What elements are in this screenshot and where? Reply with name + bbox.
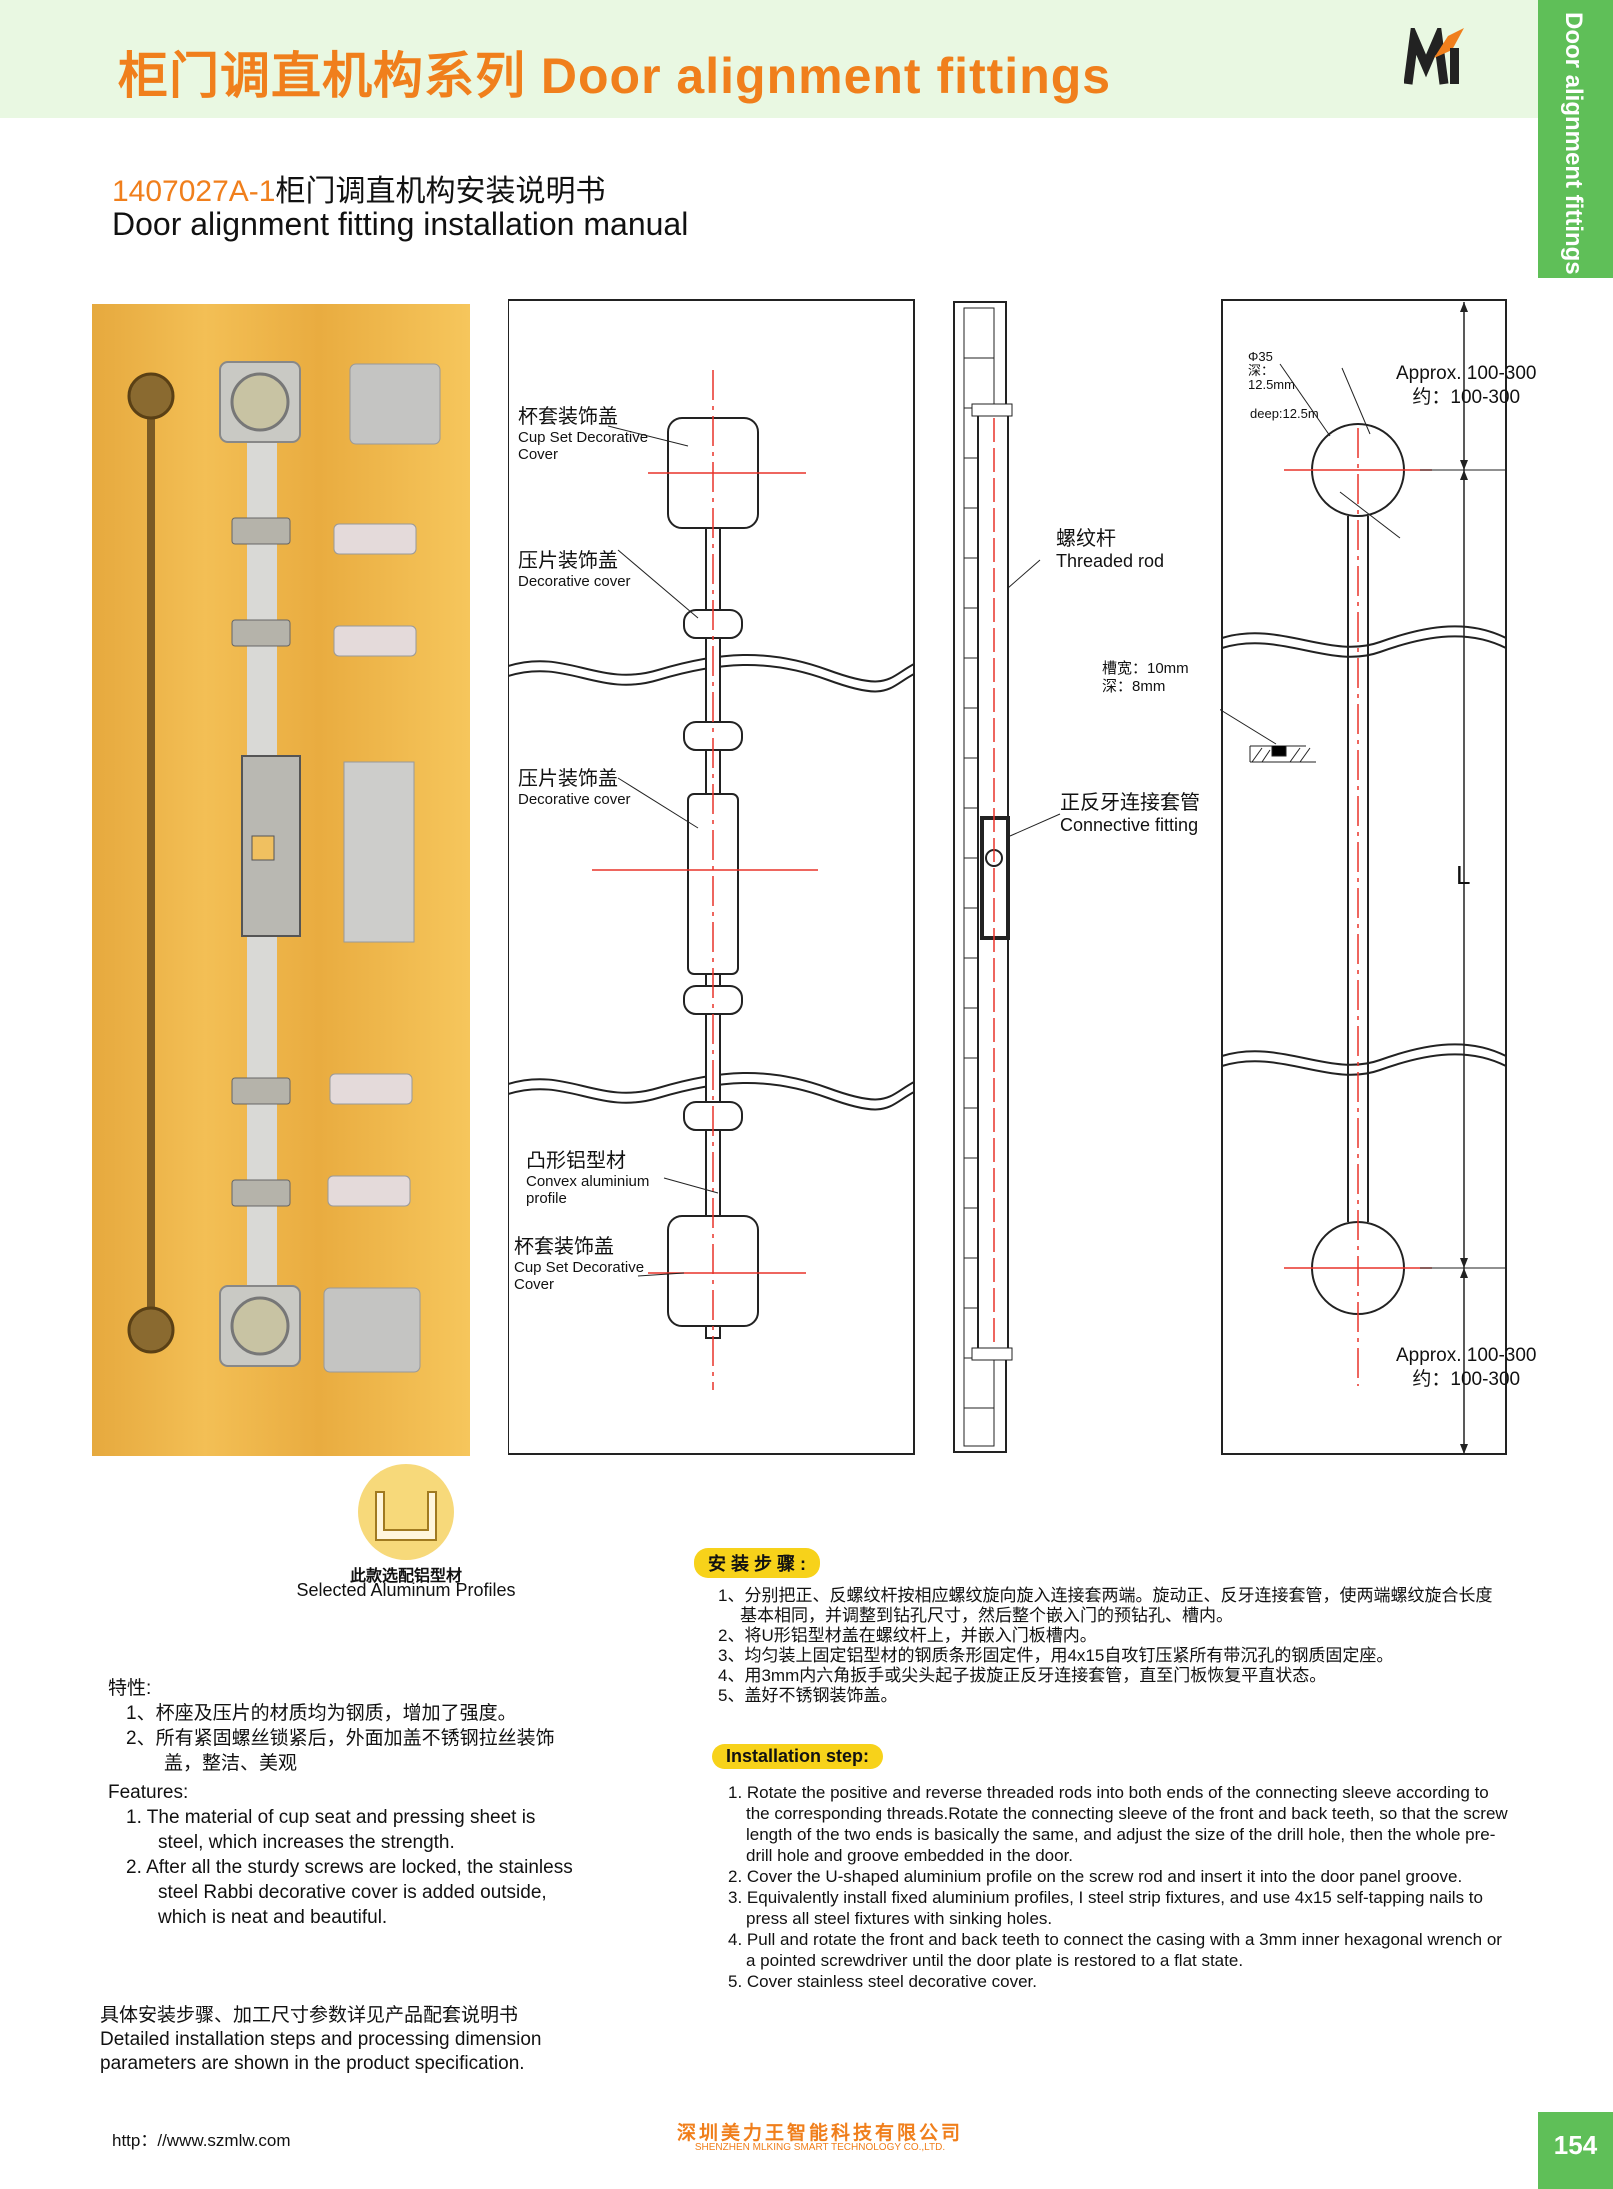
feature-cn-2: 2、所有紧固螺丝锁紧后，外面加盖不锈钢拉丝装饰: [126, 1728, 555, 1749]
label-convex-profile-cn: 凸形铝型材: [526, 1150, 626, 1172]
manual-title-en: Door alignment fitting installation manu…: [112, 206, 689, 242]
step-en-5: 5. Cover stainless steel decorative cove…: [728, 1972, 1037, 1991]
step-cn-3: 3、均匀装上固定铝型材的钢质条形固定件，用4x15自攻钉压紧所有带沉孔的钢质固定…: [718, 1646, 1394, 1665]
label-convex-profile-en1: Convex aluminium: [526, 1173, 650, 1190]
label-cup-cover-bottom-en2: Cover: [514, 1276, 555, 1293]
dimension-diagram: [1220, 299, 1507, 1455]
feature-en-2: steel, which increases the strength.: [158, 1832, 455, 1853]
label-cup-cover-bottom-en1: Cup Set Decorative: [514, 1259, 645, 1276]
feature-cn-1: 1、杯座及压片的材质均为钢质，增加了强度。: [126, 1703, 517, 1724]
label-approx-top: Approx. 100-300 约：100-300: [1396, 362, 1537, 410]
features-title-en: Features:: [108, 1782, 189, 1803]
label-approx-bottom: Approx. 100-300 约：100-300: [1396, 1344, 1537, 1392]
details-en-1: Detailed installation steps and processi…: [100, 2029, 542, 2050]
profile-caption-en: Selected Aluminum Profiles: [296, 1580, 516, 1600]
label-connective-cn: 正反牙连接套管: [1060, 792, 1200, 814]
label-approx-top-en: Approx. 100-300: [1396, 363, 1537, 384]
manual-code: 1407027A-1: [112, 175, 276, 208]
feature-en-4: steel Rabbi decorative cover is added ou…: [158, 1882, 547, 1903]
footer-company-cn: 深圳美力王智能科技有限公司: [676, 2123, 963, 2144]
label-connective-en: Connective fitting: [1060, 815, 1199, 835]
profile-caption-cn: 此款选配铝型材: [349, 1568, 462, 1585]
side-category-tab: Door alignment fittings: [1538, 0, 1613, 278]
front-view-diagram: [508, 299, 915, 1455]
page-number: 154: [1553, 2130, 1598, 2160]
label-cup-cover-top-en1: Cup Set Decorative: [518, 429, 649, 446]
page-number-tab: [1538, 2112, 1613, 2189]
steps-en-list: 1. Rotate the positive and reverse threa…: [728, 1782, 1508, 1992]
steps-cn-badge: 安 装 步 骤 :: [694, 1548, 820, 1578]
feature-en-1: 1. The material of cup seat and pressing…: [126, 1807, 536, 1828]
step-cn-2: 2、将U形铝型材盖在螺纹杆上，并嵌入门板槽内。: [718, 1626, 1097, 1645]
label-hole-dia: Φ35: [1248, 349, 1273, 364]
details-en-2: parameters are shown in the product spec…: [100, 2053, 525, 2074]
page-title: 柜门调直机构系列 Door alignment fittings: [118, 48, 1112, 104]
label-threaded-rod-en: Threaded rod: [1056, 551, 1165, 571]
details-note: 具体安装步骤、加工尺寸参数详见产品配套说明书 Detailed installa…: [100, 2004, 660, 2076]
feature-cn-3: 盖，整洁、美观: [164, 1753, 298, 1774]
step-cn-4: 4、用3mm内六角扳手或尖头起子拔旋正反牙连接套管，直至门板恢复平直状态。: [718, 1666, 1327, 1685]
label-hole-deep-cn: 深：: [1248, 363, 1275, 378]
label-hole-spec: Φ35 深： 12.5mm: [1248, 350, 1295, 392]
side-section-diagram: [953, 301, 1061, 1453]
label-approx-top-cn: 约：100-300: [1412, 387, 1521, 408]
steps-cn-list: 1、分别把正、反螺纹杆按相应螺纹旋向旋入连接套两端。旋动正、反牙连接套管，使两端…: [718, 1586, 1508, 1706]
header-band: [0, 0, 1538, 118]
label-deco-cover-1-en: Decorative cover: [518, 573, 631, 590]
manual-title-cn: 1407027A-1柜门调直机构安装说明书: [112, 166, 605, 210]
footer-company-en: SHENZHEN MLKING SMART TECHNOLOGY CO.,LTD…: [694, 2142, 946, 2153]
footer-url[interactable]: http：//www.szmlw.com: [112, 2131, 291, 2150]
label-hole-depth: 12.5mm: [1248, 377, 1295, 392]
features-section: 特性: 1、杯座及压片的材质均为钢质，增加了强度。 2、所有紧固螺丝锁紧后，外面…: [108, 1676, 668, 1930]
feature-en-3: 2. After all the sturdy screws are locke…: [126, 1857, 573, 1878]
label-deco-cover-2-cn: 压片装饰盖: [518, 768, 618, 790]
step-en-4: 4. Pull and rotate the front and back te…: [728, 1930, 1502, 1970]
steps-en-badge: Installation step:: [712, 1744, 884, 1769]
manual-title-cn-text: 柜门调直机构安装说明书: [275, 175, 606, 208]
side-tab-label: Door alignment fittings: [1560, 12, 1587, 275]
label-cup-cover-top-en2: Cover: [518, 446, 559, 463]
label-threaded-rod-cn: 螺纹杆: [1056, 528, 1116, 550]
label-deco-cover-1-cn: 压片装饰盖: [518, 550, 618, 572]
label-groove-depth: 深：8mm: [1102, 678, 1166, 695]
step-en-3: 3. Equivalently install fixed aluminium …: [728, 1888, 1483, 1928]
features-title-cn: 特性:: [108, 1678, 152, 1699]
label-cup-cover-top-cn: 杯套装饰盖: [518, 406, 618, 428]
step-cn-5: 5、盖好不锈钢装饰盖。: [718, 1686, 898, 1705]
aluminum-profile-icon: [358, 1464, 454, 1560]
label-deco-cover-2-en: Decorative cover: [518, 791, 631, 808]
step-en-1: 1. Rotate the positive and reverse threa…: [728, 1783, 1508, 1865]
label-length: L: [1456, 860, 1471, 890]
step-en-2: 2. Cover the U-shaped aluminium profile …: [728, 1867, 1463, 1886]
label-approx-bottom-en: Approx. 100-300: [1396, 1345, 1537, 1366]
product-photo-drawing: [127, 361, 441, 1373]
label-groove-width: 槽宽：10mm: [1102, 660, 1189, 677]
label-hole-deep-en: deep:12.5m: [1250, 406, 1319, 421]
details-cn: 具体安装步骤、加工尺寸参数详见产品配套说明书: [100, 2005, 519, 2026]
label-cup-cover-bottom-cn: 杯套装饰盖: [514, 1236, 614, 1258]
label-convex-profile-en2: profile: [526, 1190, 567, 1207]
brand-logo: [1404, 28, 1464, 85]
label-approx-bottom-cn: 约：100-300: [1412, 1369, 1521, 1390]
feature-en-5: which is neat and beautiful.: [158, 1907, 388, 1928]
product-photo: [92, 304, 470, 1456]
step-cn-1: 1、分别把正、反螺纹杆按相应螺纹旋向旋入连接套两端。旋动正、反牙连接套管，使两端…: [718, 1586, 1493, 1625]
